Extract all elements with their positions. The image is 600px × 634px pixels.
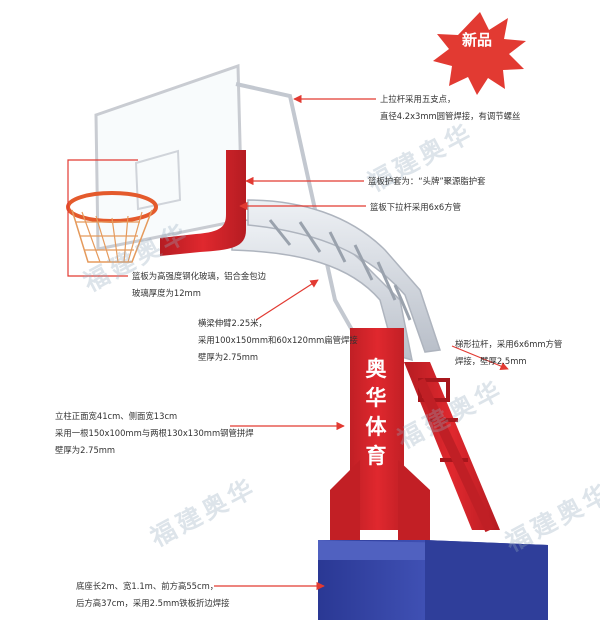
annotation-line: 上拉杆采用五支点，	[380, 94, 456, 104]
brand-char: 育	[365, 444, 387, 468]
annotation-line: 壁厚为2.75mm	[198, 352, 259, 362]
brand-vertical-text: 奥 华 体 育	[356, 355, 396, 471]
top-pull-rod	[235, 82, 354, 331]
annotation-line: 直径4.2x3mm圆管焊接，有调节螺丝	[380, 111, 521, 121]
annotation-column: 立柱正面宽41cm、侧面宽13cm 采用一根150x100mm与两根130x13…	[55, 408, 254, 459]
annotation-backboard: 篮板为高强度钢化玻璃，铝合金包边 玻璃厚度为12mm	[132, 268, 266, 302]
trapezoid-rod	[404, 362, 500, 533]
annotation-line: 壁厚为2.75mm	[55, 445, 116, 455]
annotation-arm: 横梁伸臂2.25米， 采用100x150mm和60x120mm扁管焊接 壁厚为2…	[198, 315, 358, 366]
annotation-board-lower-rod: 篮板下拉杆采用6x6方管	[370, 199, 461, 216]
annotation-line: 梯形拉杆，采用6x6mm方管	[455, 339, 563, 349]
brand-char: 华	[365, 386, 387, 410]
annotation-line: 底座长2m、宽1.1m、前方高55cm，	[76, 581, 219, 591]
annotation-line: 篮板为高强度钢化玻璃，铝合金包边	[132, 271, 266, 281]
annotation-trapezoid-rod: 梯形拉杆，采用6x6mm方管 焊接，壁厚2.5mm	[455, 336, 562, 370]
arm-beam	[231, 199, 441, 362]
annotation-board-cover: 篮板护套为：“头牌”聚源脂护套	[368, 173, 486, 190]
annotation-line: 横梁伸臂2.25米，	[198, 318, 267, 328]
main-column	[330, 328, 430, 550]
annotation-line: 篮板下拉杆采用6x6方管	[370, 202, 461, 212]
annotation-line: 焊接，壁厚2.5mm	[455, 356, 527, 366]
leader-lines	[67, 94, 509, 591]
annotation-base: 底座长2m、宽1.1m、前方高55cm， 后方高37cm，采用2.5mm铁板折边…	[76, 578, 230, 612]
annotation-line: 采用一根150x100mm与两根130x130mm钢管拼焊	[55, 428, 254, 438]
annotation-line: 后方高37cm，采用2.5mm铁板折边焊接	[76, 598, 230, 608]
annotation-line: 玻璃厚度为12mm	[132, 288, 201, 298]
brand-char: 体	[365, 415, 387, 439]
board-cover	[160, 150, 246, 256]
new-product-badge: 新品	[461, 31, 492, 49]
annotation-top-rod: 上拉杆采用五支点， 直径4.2x3mm圆管焊接，有调节螺丝	[380, 91, 520, 125]
annotation-line: 篮板护套为：“头牌”聚源脂护套	[368, 176, 486, 186]
base-box	[318, 540, 548, 620]
starburst-badge-icon	[433, 12, 526, 95]
annotation-line: 立柱正面宽41cm、侧面宽13cm	[55, 411, 178, 421]
brand-char: 奥	[365, 357, 387, 381]
annotation-line: 采用100x150mm和60x120mm扁管焊接	[198, 335, 358, 345]
